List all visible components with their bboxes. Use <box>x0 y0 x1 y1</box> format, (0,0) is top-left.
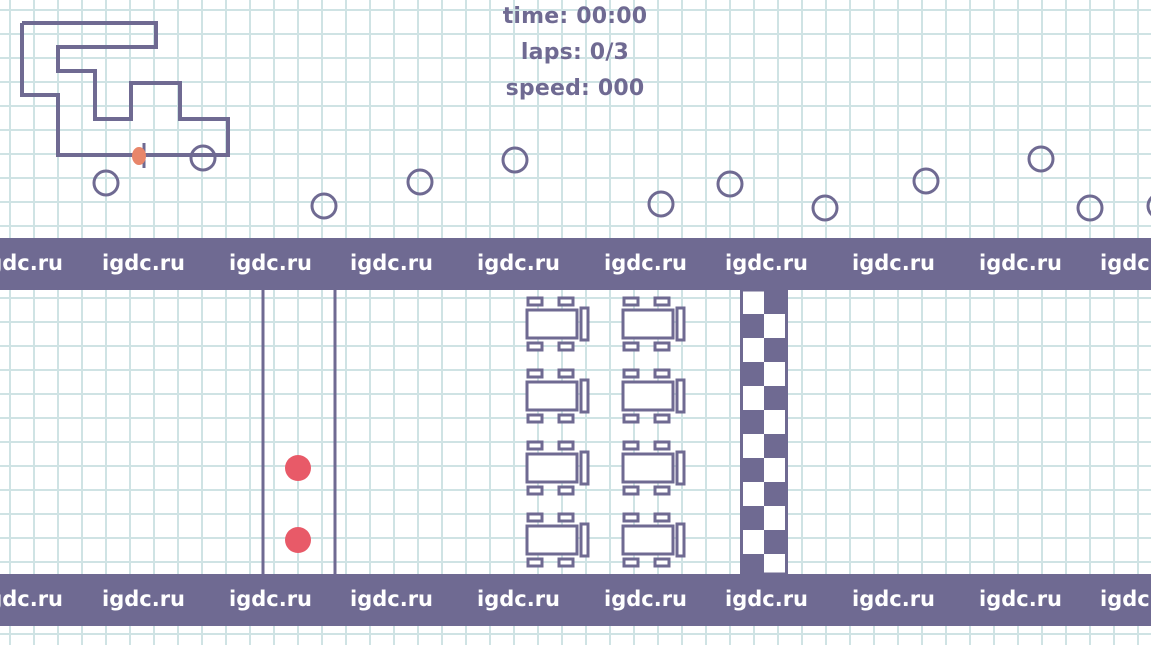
banner-bottom: igdc.ru igdc.ru igdc.ru igdc.ru igdc.ru igdc.… <box>0 574 1151 626</box>
banner-label: igdc.ru <box>0 251 63 275</box>
checkpoint-rings <box>92 144 1151 222</box>
hud-speed: speed: 000 <box>505 76 645 101</box>
banner-label: igdc.ru <box>725 251 808 275</box>
hud-time: time: 00:00 <box>502 4 648 29</box>
car-icon <box>621 440 686 496</box>
banner-label: igdc.ru <box>102 587 185 611</box>
banner-label: igdc.ru <box>477 251 560 275</box>
hud-laps: laps: 0/3 <box>520 40 630 65</box>
checkered-finish-icon <box>740 288 788 578</box>
red-dot-icon <box>285 455 311 481</box>
car-icon <box>621 368 686 424</box>
banner-label: igdc.ru <box>0 587 63 611</box>
car-icon <box>525 440 590 496</box>
track-minimap-icon <box>20 21 230 168</box>
checkpoint-ring-icon <box>912 167 940 195</box>
banner-label: igdc.ru <box>350 587 433 611</box>
checkpoint-ring-icon <box>716 170 744 198</box>
banner-label: igdc.ru <box>102 251 185 275</box>
banner-label: igdc.ru <box>1100 251 1151 275</box>
player-marker-icon <box>132 147 146 165</box>
banner-label: igdc.ru <box>852 251 935 275</box>
banner-label: igdc.ru <box>979 587 1062 611</box>
banner-label: igdc.ru <box>852 587 935 611</box>
checkpoint-ring-icon <box>811 194 839 222</box>
car-icon <box>525 512 590 568</box>
banner-top: igdc.ru igdc.ru igdc.ru igdc.ru igdc.ru igdc.… <box>0 238 1151 290</box>
checkpoint-ring-icon <box>1027 145 1055 173</box>
car-icon <box>621 512 686 568</box>
banner-label: igdc.ru <box>477 587 560 611</box>
banner-label: igdc.ru <box>979 251 1062 275</box>
checkpoint-ring-icon <box>1076 194 1104 222</box>
checkpoint-ring-icon <box>189 144 217 172</box>
car-icon <box>525 296 590 352</box>
banner-label: igdc.ru <box>229 587 312 611</box>
car-grid <box>525 296 686 568</box>
banner-label: igdc.ru <box>604 251 687 275</box>
car-icon <box>621 296 686 352</box>
banner-label: igdc.ru <box>1100 587 1151 611</box>
red-dot-icon <box>285 527 311 553</box>
car-icon <box>525 368 590 424</box>
banner-label: igdc.ru <box>725 587 808 611</box>
checkpoint-ring-icon <box>1146 195 1151 217</box>
banner-label: igdc.ru <box>350 251 433 275</box>
checkpoint-ring-icon <box>92 169 120 197</box>
banner-label: igdc.ru <box>604 587 687 611</box>
checkpoint-ring-icon <box>501 146 529 174</box>
checkpoint-ring-icon <box>647 190 675 218</box>
checkpoint-ring-icon <box>310 192 338 220</box>
checkpoint-ring-icon <box>406 168 434 196</box>
banner-label: igdc.ru <box>229 251 312 275</box>
